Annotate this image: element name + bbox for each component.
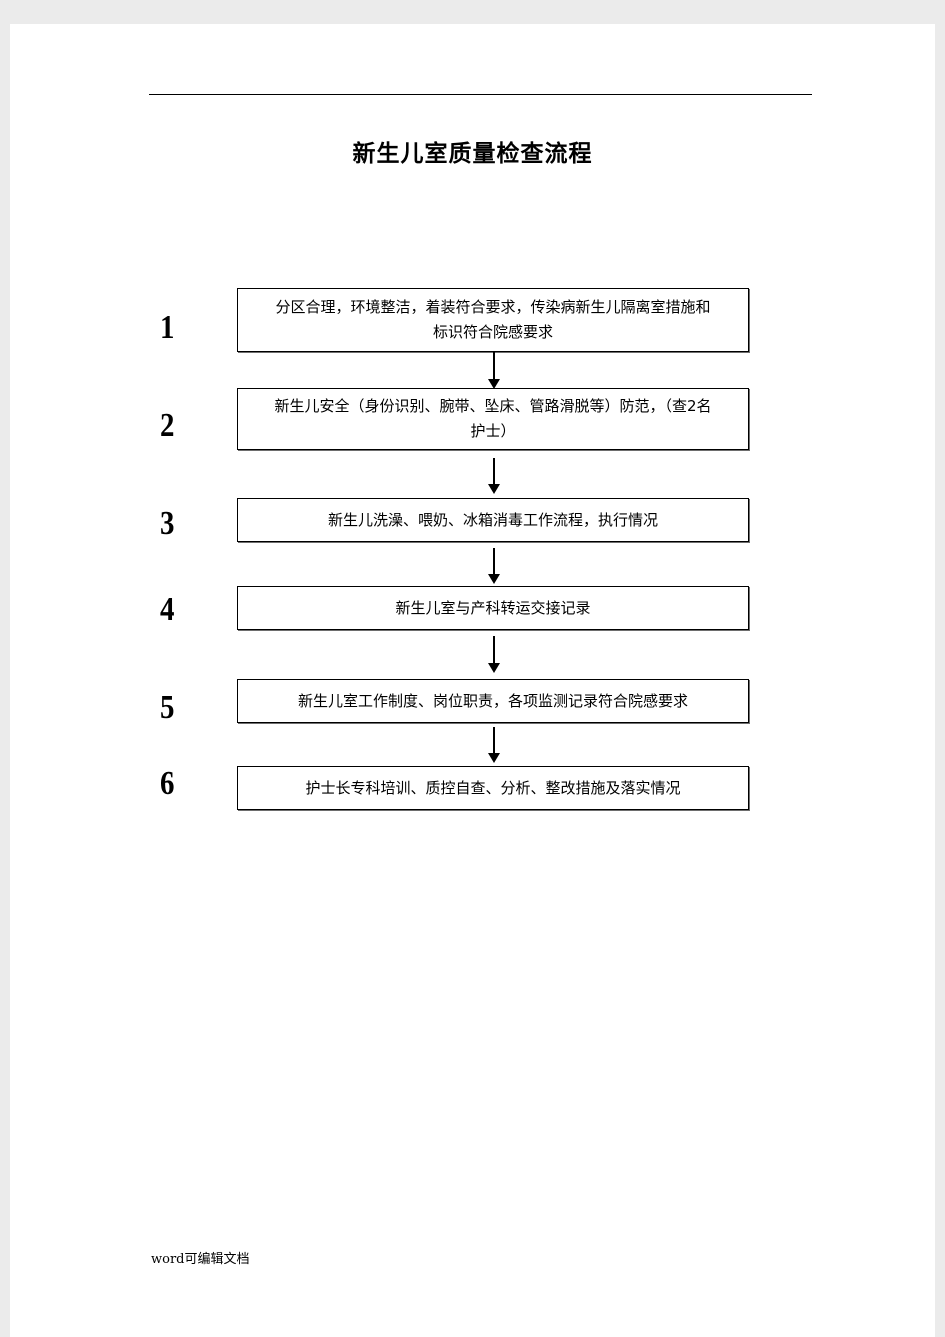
step-number-4: 4 [160, 591, 175, 628]
step-number-2: 2 [160, 407, 175, 444]
footer-text: word可编辑文档 [151, 1252, 250, 1267]
step-text-line: 护士长专科培训、质控自查、分析、整改措施及落实情况 [305, 778, 681, 797]
step-text-line: 新生儿室工作制度、岗位职责，各项监测记录符合院感要求 [297, 691, 688, 710]
step-text-line: 新生儿安全（身份识别、腕带、坠床、管路滑脱等）防范，（查2名 [274, 397, 712, 415]
document-page: 新生儿室质量检查流程 1 分区合理，环境整洁，着装符合要求，传染病新生儿隔离室措… [10, 24, 935, 1337]
header-rule [149, 94, 812, 95]
step-box-6: 护士长专科培训、质控自查、分析、整改措施及落实情况 [237, 766, 749, 810]
step-text-line: 新生儿室与产科转运交接记录 [395, 598, 591, 617]
step-number-1: 1 [160, 309, 175, 346]
document-title: 新生儿室质量检查流程 [352, 140, 593, 167]
step-box-1: 分区合理，环境整洁，着装符合要求，传染病新生儿隔离室措施和 标识符合院感要求 [237, 288, 749, 352]
step-text-line: 标识符合院感要求 [432, 323, 553, 341]
step-box-3: 新生儿洗澡、喂奶、冰箱消毒工作流程，执行情况 [237, 498, 749, 542]
step-text-line: 新生儿洗澡、喂奶、冰箱消毒工作流程，执行情况 [327, 510, 658, 529]
step-box-2: 新生儿安全（身份识别、腕带、坠床、管路滑脱等）防范，（查2名 护士） [237, 388, 749, 450]
step-number-5: 5 [160, 689, 175, 726]
step-number-6: 6 [160, 765, 175, 802]
step-box-5: 新生儿室工作制度、岗位职责，各项监测记录符合院感要求 [237, 679, 749, 723]
step-box-4: 新生儿室与产科转运交接记录 [237, 586, 749, 630]
step-number-3: 3 [160, 505, 175, 542]
step-text-line: 分区合理，环境整洁，着装符合要求，传染病新生儿隔离室措施和 [275, 298, 711, 316]
step-text-line: 护士） [470, 422, 516, 440]
